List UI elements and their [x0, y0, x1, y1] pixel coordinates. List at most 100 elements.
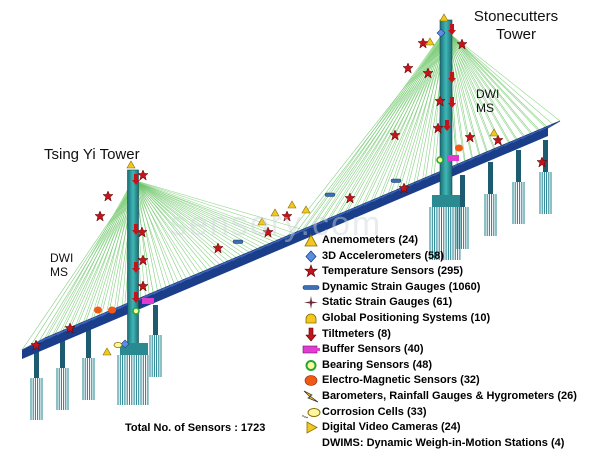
tiltmeter-marker — [132, 292, 140, 303]
stay-cable — [302, 31, 449, 232]
stay-cable — [135, 181, 184, 283]
legend-count: (61) — [432, 296, 453, 309]
stay-cable — [45, 181, 137, 341]
deck-grid-line — [521, 131, 535, 140]
anemometer-marker — [270, 208, 280, 217]
temperature-sensor-marker — [417, 37, 429, 49]
stay-cable — [132, 179, 295, 234]
buffer-sensor-marker — [142, 298, 154, 304]
deck-grid-line — [83, 312, 106, 325]
legend-count: (1060) — [448, 280, 481, 293]
deck-grid-line — [170, 276, 192, 288]
capsule-icon — [302, 284, 320, 290]
buffer-icon — [302, 345, 320, 354]
deck-grid-line — [311, 218, 329, 229]
deck-grid-line — [206, 261, 226, 273]
buffer-sensor-marker — [447, 155, 459, 161]
deck-grid-line — [179, 272, 200, 284]
deck-grid-line — [486, 146, 501, 155]
legend-count: (24) — [441, 421, 461, 434]
accelerometer-marker — [120, 339, 130, 349]
legend-label: Dynamic Strain Gauges — [322, 280, 446, 293]
stay-cable — [135, 181, 176, 286]
temperature-sensor-marker — [262, 226, 274, 238]
deck-grid-line — [144, 287, 166, 299]
pier-column — [543, 140, 548, 172]
anemometer-marker — [287, 200, 297, 209]
legend-count: (24) — [398, 234, 418, 246]
tower-base — [432, 195, 460, 207]
temperature-sensor-marker — [492, 134, 504, 146]
anemometer-marker — [301, 205, 311, 214]
deck-grid-line — [495, 142, 509, 151]
temperature-sensor-marker — [212, 242, 224, 254]
deck-grid-line — [162, 279, 183, 291]
stay-cable — [346, 31, 449, 214]
ring-icon — [305, 359, 317, 371]
temperature-sensor-marker — [137, 254, 149, 266]
temperature-sensor-marker — [398, 182, 410, 194]
temperature-sensor-marker — [102, 190, 114, 202]
bearing-sensor-marker — [132, 307, 140, 315]
deck-grid-line — [372, 193, 389, 203]
legend-label: Tiltmeters — [322, 327, 375, 340]
tiltmeter-marker — [448, 24, 456, 35]
stay-cable — [444, 29, 495, 150]
legend-item: Dynamic Strain Gauges (1060) — [300, 280, 596, 296]
stay-cable — [444, 29, 502, 146]
deck-grid-line — [276, 232, 295, 243]
stay-cable — [388, 29, 446, 194]
temperature-sensor-marker — [464, 131, 476, 143]
deck-grid-line — [512, 135, 526, 143]
tiltmeter-marker — [448, 97, 456, 108]
legend-count: (4) — [550, 436, 565, 449]
deck-grid-line — [241, 247, 260, 258]
temperature-sensor-marker — [281, 210, 293, 222]
temperature-sensor-marker — [137, 169, 149, 181]
legend-label: DWIMS: Dynamic Weigh-in-Motion Stations — [322, 436, 548, 449]
legend-item: Temperature Sensors (295) — [300, 264, 596, 280]
legend-label: Temperature Sensors — [322, 265, 435, 278]
legend-label: Global Positioning Systems — [322, 311, 468, 324]
stay-cable — [379, 29, 446, 198]
stay-cable — [447, 31, 534, 135]
temperature-sensor-marker — [434, 95, 446, 107]
stay-cable — [132, 179, 245, 255]
temperature-sensor-marker — [402, 62, 414, 74]
stay-cable — [135, 181, 193, 279]
deck-grid-line — [319, 214, 337, 225]
stay-cable — [447, 31, 504, 148]
anemometer-marker — [257, 217, 267, 226]
legend-item: Bearing Sensors (48) — [300, 358, 596, 374]
stay-cable — [132, 179, 303, 230]
legend-count: (58) — [424, 249, 444, 262]
stay-cable — [132, 179, 204, 272]
deck-grid-line — [451, 160, 466, 169]
stay-cable — [53, 181, 137, 337]
legend-label: Anemometers — [322, 234, 396, 246]
deck-grid-line — [469, 153, 483, 162]
stay-cable — [389, 31, 449, 195]
stay-cable — [135, 181, 260, 250]
tiltmeter-marker — [132, 224, 140, 235]
temperature-sensor-marker — [536, 156, 548, 168]
legend-count: (8) — [377, 327, 391, 340]
dwi-line2: MS — [50, 265, 68, 279]
tiltmeter-marker — [132, 174, 140, 185]
tiltmeter-marker — [448, 72, 456, 83]
pier-column — [86, 328, 91, 358]
deck-grid-line — [355, 200, 372, 210]
triangle-icon — [304, 234, 318, 247]
stay-cable — [135, 181, 218, 268]
stay-cable — [135, 181, 159, 293]
anemometer-marker — [102, 347, 112, 356]
legend-count: (32) — [460, 374, 480, 387]
strain-gauge-marker — [324, 192, 336, 197]
deck-grid-line — [284, 229, 303, 240]
legend-label: Electro-Magnetic Sensors — [322, 374, 458, 387]
legend-item: Static Strain Gauges (61) — [300, 295, 596, 311]
electro-magnetic-sensor-marker — [94, 306, 102, 314]
accelerometer-marker — [436, 28, 446, 38]
legend-item: Electro-Magnetic Sensors (32) — [300, 373, 596, 389]
legend-item: Buffer Sensors (40) — [300, 342, 596, 358]
